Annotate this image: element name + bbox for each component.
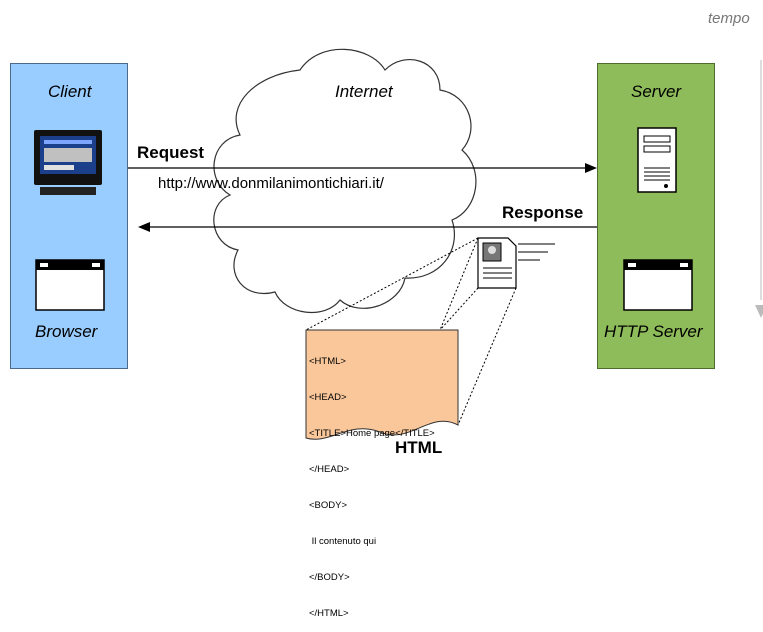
html-document-shape — [305, 329, 459, 440]
code-line: <BODY> — [309, 500, 348, 511]
browser-window-icon — [623, 259, 693, 311]
code-line: </BODY> — [309, 572, 350, 583]
web-page-document-icon — [477, 237, 555, 289]
diagram-canvas — [34, 48, 763, 440]
computer-monitor-icon — [34, 130, 102, 195]
code-line: <HEAD> — [309, 392, 347, 403]
code-line: Il contenuto qui — [309, 536, 377, 547]
code-line: </HTML> — [309, 608, 349, 619]
browser-window-icon — [35, 259, 105, 311]
response-label: Response — [502, 203, 584, 222]
http-server-label: HTTP Server — [604, 322, 703, 341]
code-line: <TITLE>Home page</TITLE> — [309, 428, 435, 439]
server-tower-icon — [637, 127, 677, 193]
request-label: Request — [137, 143, 205, 162]
server-title: Server — [631, 82, 682, 101]
internet-label: Internet — [335, 82, 393, 101]
client-title: Client — [48, 82, 92, 101]
request-url: http://www.donmilanimontichiari.it/ — [158, 175, 384, 192]
code-line: </HEAD> — [309, 464, 350, 475]
html-caption: HTML — [395, 438, 443, 457]
tempo-label: tempo — [708, 10, 750, 27]
browser-label: Browser — [35, 322, 98, 341]
code-line: <HTML> — [309, 356, 346, 367]
html-code-block: <HTML> <HEAD> <TITLE>Home page</TITLE> <… — [309, 332, 435, 632]
internet-cloud — [213, 48, 477, 314]
